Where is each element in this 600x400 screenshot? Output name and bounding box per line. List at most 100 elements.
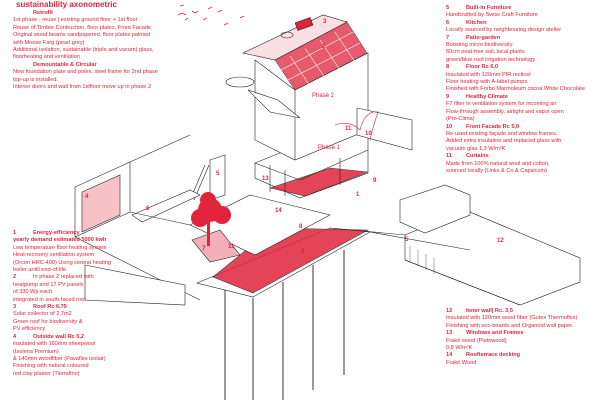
- label-5b: 5: [405, 237, 409, 243]
- item-line: (Orcon HRC-400) Using central heating: [13, 259, 111, 266]
- item-heading: Roofterrace decking: [466, 352, 521, 359]
- item-line: heatpump and 17 PV panels: [13, 281, 84, 288]
- demountable-line: New foundation plate and poles, steel fr…: [13, 69, 158, 76]
- tree: [191, 192, 231, 246]
- skylight: [280, 31, 294, 39]
- item-line: red clay plaster (Tierrafino): [13, 370, 80, 377]
- label-4: 4: [85, 194, 89, 200]
- label-5a: 5: [216, 171, 220, 177]
- item-heading: Outside wall Rc 5,2: [33, 333, 84, 340]
- retrofit-line: with Moose Farg (pearl grey): [13, 39, 85, 46]
- lower-wall: [84, 264, 186, 306]
- item-line: 0,8 W/m²K: [446, 345, 473, 352]
- label-8b: 8: [301, 249, 305, 255]
- item-number: 4: [13, 333, 17, 340]
- foundation-piles: [224, 250, 345, 400]
- item-line: Low temperature floor heating system: [13, 244, 107, 251]
- item-heading: Windows and Frames: [466, 330, 524, 337]
- item-heading: Curtains: [466, 153, 489, 160]
- item-number: 12: [446, 308, 453, 314]
- item-number: 8: [446, 64, 450, 71]
- item-line: sourced locally (Links & Co & Capsicum): [446, 167, 548, 174]
- item-number: 5: [446, 5, 450, 11]
- item-heading: Inner wall| Rc. 3,5: [466, 308, 513, 314]
- item-line: PV efficiency: [13, 326, 46, 333]
- item-line: Insulated with 120mm wood fiber (Gutex T…: [446, 315, 578, 322]
- label-14: 14: [275, 208, 282, 214]
- label-2: 2: [322, 44, 326, 50]
- item-number: 2: [13, 274, 17, 281]
- phase1-red-floor: [268, 167, 369, 197]
- item-line: 60cm peat-free soil, local plants: [446, 49, 525, 56]
- label-phase-1: Phase 1: [318, 145, 341, 151]
- label-8a: 8: [299, 224, 303, 230]
- kitchen-counter: [131, 189, 201, 223]
- item-number: 14: [446, 352, 453, 359]
- legend-right-bottom: 12 Inner wall| Rc. 3,5 Insulated with 120…: [446, 308, 577, 367]
- item-line: Fraké wood (Platowood): [446, 337, 507, 344]
- item-line: Added extra insulation and replaced glas…: [446, 138, 562, 145]
- item-number: 6: [446, 19, 450, 26]
- label-12: 12: [497, 238, 504, 244]
- item-heading: Healthy Climate: [466, 93, 508, 100]
- patio-garden: [191, 229, 241, 263]
- item-line: vacuüm glas 1,3 W/m²K: [446, 145, 506, 152]
- item-line: Green roof for biodiversity &: [13, 318, 83, 325]
- item-line: Finished with Forbo Marmoleum cocoa Whit…: [446, 86, 585, 93]
- label-1: 1: [356, 192, 360, 198]
- retrofit-heading: Retrofit: [33, 10, 53, 16]
- item-line: Solar collector of 2,7m2: [13, 311, 72, 318]
- demountable-line: top-up is installed.: [13, 76, 59, 83]
- balcony: [225, 76, 255, 88]
- item-line: insulated with 160mm sheepwool: [13, 341, 96, 348]
- retrofit-line: 1st phase - reuse | existing ground floo…: [13, 17, 138, 24]
- item-line: & 140mm woodfiber (Pavaflex isolair): [13, 355, 106, 362]
- demountable-heading: Demountable & Circular: [33, 61, 97, 68]
- legend-left-bottom: 1 Energy-efficiency yearly demand estimat…: [13, 230, 111, 378]
- solar-collector: [294, 17, 314, 31]
- item-heading: In phase 2 replaced with: [33, 274, 94, 281]
- item-number: 13: [446, 330, 453, 337]
- retrofit-line: Reuse of Timber Contruction, floor plate…: [13, 24, 152, 31]
- retrofit-line: Additional isolation, sustainable (tripl…: [13, 47, 154, 54]
- item-line: Re-used existing façade and window frame…: [446, 130, 558, 137]
- built-in-furniture: [399, 184, 471, 234]
- retrofit-line: floorheating and ventilation: [13, 54, 80, 61]
- item-heading: Energy-efficiency: [33, 230, 80, 236]
- label-3: 3: [323, 19, 327, 25]
- label-6: 6: [146, 206, 150, 212]
- retrofit-line: Original wood beams sandpapered, floor p…: [13, 32, 151, 39]
- item-number: 1: [13, 230, 17, 236]
- item-line: Floor heating with A-label pumps: [446, 79, 528, 86]
- item-number: 3: [13, 304, 17, 311]
- item-line: Boosting micro biodiversity: [446, 42, 513, 49]
- label-9: 9: [373, 178, 377, 184]
- stair-wall: [209, 154, 226, 201]
- item-heading: Patio-garden: [466, 34, 501, 41]
- item-line: Made from 100% natural wool and cotton,: [446, 160, 550, 167]
- item-line: of 330 Wp each: [13, 289, 53, 296]
- item-line: integrated in south-faced roof: [13, 296, 86, 303]
- item-number: 9: [446, 93, 450, 100]
- outside-wall-insulation: [81, 174, 121, 233]
- item-line: boiler untill end-of-life.: [13, 267, 68, 274]
- phase2-side-glazing: [247, 89, 301, 119]
- item-line: Handcrafted by Swiss Craft Furniture: [446, 12, 538, 19]
- curtain: [334, 111, 379, 141]
- item-heading: Floor Rc 6,0: [466, 64, 499, 71]
- item-subheading: yearly demand estimated 5000 kwh: [13, 237, 107, 244]
- item-number: 11: [446, 153, 452, 160]
- item-line: (Isolena Premium): [13, 348, 59, 355]
- item-number: 7: [446, 34, 450, 41]
- item-line: Finishing with natural coloured: [13, 363, 89, 370]
- item-heading: Front Facade Rc 5,0: [466, 123, 520, 130]
- item-line: (Pro-Clima): [446, 116, 475, 123]
- label-7: 7: [202, 246, 206, 252]
- item-line: Flow-through assembly, airtight and vapo…: [446, 108, 564, 115]
- retrofit-block: Retrofit 1st phase - reuse | existing gr…: [13, 10, 158, 91]
- page-title: sustainability axonometric: [16, 0, 117, 9]
- item-heading: Roof Rc 6,75: [33, 304, 67, 311]
- label-13: 13: [262, 176, 269, 182]
